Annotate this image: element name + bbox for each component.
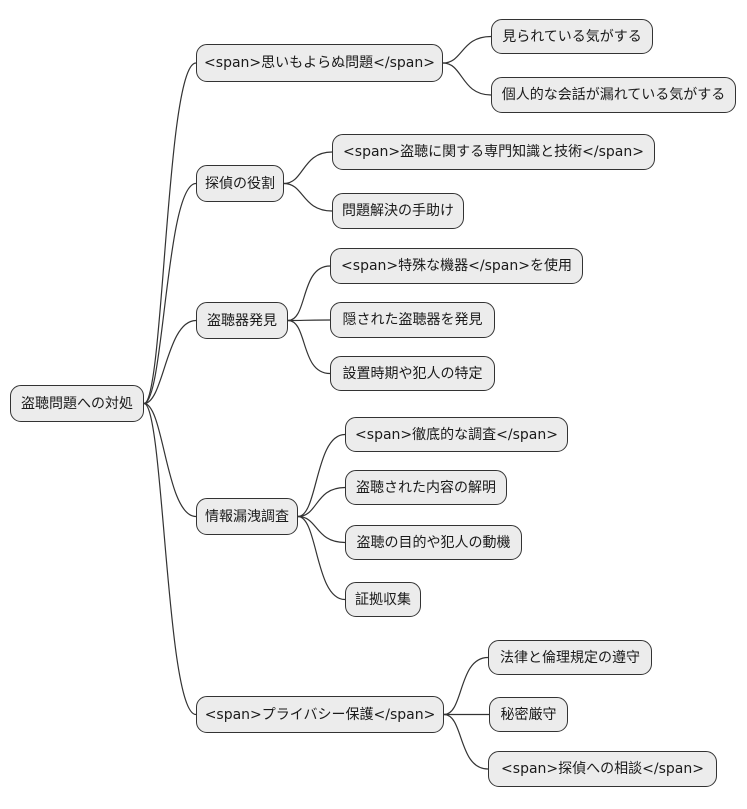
edge-privacy-to-law-ethics-compliance: [443, 656, 489, 716]
edge-unexpected-to-conversation-leak: [442, 62, 492, 96]
edge-leak-to-thorough-investigation: [297, 433, 346, 518]
edge-root-to-privacy-protection: [143, 402, 197, 716]
mindmap-node-privacy-protection: <span>プライバシー保護</span>: [196, 696, 444, 733]
edge-leak-to-evidence-collection: [297, 515, 346, 601]
edge-root-to-unexpected-problems: [143, 62, 197, 405]
mindmap-leaf-problem-solving-help: 問題解決の手助け: [332, 193, 464, 229]
edge-detective-to-problem-solving-help: [283, 182, 333, 212]
mindmap-leaf-confidentiality: 秘密厳守: [489, 697, 568, 732]
mindmap-leaf-installation-time-culprit: 設置時期や犯人の特定: [330, 356, 495, 391]
edge-bugdetect-to-installation-time-culprit: [287, 319, 331, 375]
mindmap-leaf-hidden-bug-discovery: 隠された盗聴器を発見: [330, 302, 495, 338]
mindmap-node-info-leak-investigation: 情報漏洩調査: [196, 498, 298, 535]
mindmap-leaf-content-clarification: 盗聴された内容の解明: [345, 470, 507, 505]
mindmap-node-bug-detection: 盗聴器発見: [196, 302, 288, 339]
mindmap-leaf-law-ethics-compliance: 法律と倫理規定の遵守: [488, 640, 652, 675]
mindmap-leaf-evidence-collection: 証拠収集: [345, 582, 421, 617]
edge-detective-to-expertise: [283, 151, 333, 185]
edge-leak-to-purpose-motive: [297, 515, 346, 544]
edge-leak-to-content-clarification: [297, 486, 346, 518]
edge-root-to-bug-detection: [143, 319, 197, 405]
mindmap-leaf-thorough-investigation: <span>徹底的な調査</span>: [345, 417, 568, 452]
mindmap-leaf-purpose-motive: 盗聴の目的や犯人の動機: [345, 525, 522, 560]
mindmap-leaf-expertise: <span>盗聴に関する専門知識と技術</span>: [332, 134, 655, 170]
edge-bugdetect-to-hidden-bug-discovery: [287, 319, 331, 322]
mindmap-node-unexpected-problems: <span>思いもよらぬ問題</span>: [196, 44, 443, 82]
edge-bugdetect-to-special-equipment: [287, 265, 331, 322]
mindmap-leaf-conversation-leak: 個人的な会話が漏れている気がする: [491, 77, 736, 113]
edge-root-to-info-leak-investigation: [143, 402, 197, 518]
mindmap-leaf-special-equipment: <span>特殊な機器</span>を使用: [330, 248, 583, 284]
edge-root-to-detective-role: [143, 182, 197, 405]
edge-unexpected-to-feeling-watched: [442, 35, 492, 64]
mindmap-node-detective-role: 探偵の役割: [196, 165, 284, 202]
edge-privacy-to-detective-consultation: [443, 713, 489, 770]
mindmap-leaf-feeling-watched: 見られている気がする: [491, 19, 653, 54]
mindmap-leaf-detective-consultation: <span>探偵への相談</span>: [488, 751, 717, 787]
mindmap-node-root: 盗聴問題への対処: [10, 385, 144, 422]
